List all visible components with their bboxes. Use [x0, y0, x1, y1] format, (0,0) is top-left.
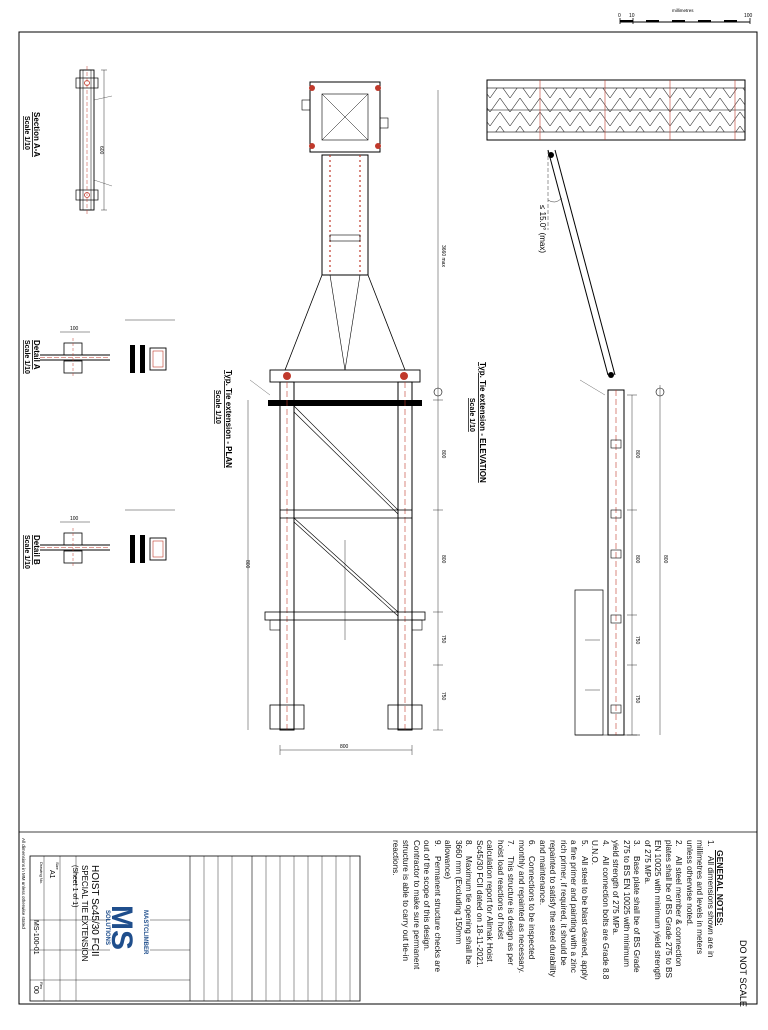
- plan-dimension-4: 750: [440, 635, 446, 644]
- title-block: [29, 855, 361, 1002]
- elevation-dimension-4: 750: [634, 636, 640, 645]
- company-name-line1: MASTCLIMBER: [142, 910, 148, 955]
- general-note-number: 6.: [527, 840, 537, 847]
- general-note-item: 1.All dimensions shown are in millimetre…: [684, 840, 715, 980]
- plan-dimension-5: 750: [440, 692, 446, 701]
- plan-dimension-2: 800: [440, 555, 446, 564]
- general-note-number: 4.: [601, 840, 610, 847]
- elevation-dimension-5: 750: [634, 695, 640, 704]
- general-note-text: This structure is design as per hoist lo…: [475, 840, 516, 968]
- drawing-number: MS-100-01: [32, 920, 39, 955]
- sheet-border: [18, 31, 758, 1005]
- plan-dimension-1: 800: [440, 450, 446, 459]
- general-notes-list: 1.All dimensions shown are in millimetre…: [390, 840, 715, 980]
- general-note-number: 3.: [632, 840, 642, 847]
- plan-dimension-3: 800: [244, 560, 250, 569]
- general-note-item: 3.Base plate shall be of BS Grade 275 to…: [610, 840, 642, 980]
- general-note-number: 5.: [580, 840, 589, 847]
- scale-bar-unit: millimetres: [672, 8, 694, 13]
- general-note-text: Maximum tie opening shall be 3660 mm (Ex…: [443, 840, 474, 965]
- detail-a-scale: Scale 1/10: [23, 340, 30, 374]
- scale-bar: [619, 18, 751, 24]
- general-note-text: Base plate shall be of BS Grade 275 to B…: [611, 840, 642, 973]
- detail-b-view: [40, 509, 175, 568]
- elevation-dimension-1: 800: [634, 450, 640, 459]
- plan-view-scale: Scale 1/10: [214, 390, 221, 424]
- notes-list: 1.All dimensions shown are in millimetre…: [390, 840, 715, 980]
- project-title: HOIST Sc45/30 FCII: [89, 865, 100, 957]
- general-note-text: All steel member & connection plates sha…: [643, 840, 684, 980]
- detail-b-scale: Scale 1/10: [23, 535, 30, 569]
- general-note-item: 2.All steel member & connection plates s…: [642, 840, 684, 980]
- plan-view: [247, 81, 443, 755]
- general-notes-heading: GENERAL NOTES:: [715, 850, 725, 926]
- general-note-item: 8.Maximum tie opening shall be 3660 mm (…: [442, 840, 474, 980]
- tie-angle-label: ≤ 15.0° (max): [538, 205, 547, 253]
- revision-number: 00: [32, 986, 39, 994]
- sheet-size: A1: [48, 870, 55, 879]
- plan-total-dimension: 3660 max: [440, 245, 446, 267]
- plan-width-dimension: 800: [340, 744, 349, 750]
- general-note-text: Permanent structure checks are out of th…: [391, 840, 442, 973]
- scale-bar-tick-10: 10: [629, 13, 635, 19]
- drawing-number-label: Drawing No.: [39, 862, 44, 884]
- elevation-view-scale: Scale 1/10: [468, 398, 475, 432]
- drawing-title: SPECIAL TIE EXTENSION: [80, 865, 89, 962]
- detail-b-dimension: 100: [70, 516, 79, 522]
- section-a-a-view: [75, 66, 113, 214]
- title-block-side-note: All dimensions in MM unless otherwise st…: [21, 838, 26, 929]
- size-label: Size: [55, 862, 60, 871]
- section-a-a-scale: Scale 1/10: [23, 116, 30, 150]
- general-note-item: 7.This structure is design as per hoist …: [474, 840, 516, 980]
- company-logo: MS: [105, 905, 138, 950]
- general-note-text: All steel to be blast cleaned, apply a f…: [538, 840, 589, 980]
- general-note-number: 8.: [464, 840, 474, 847]
- general-note-item: 9.Permanent structure checks are out of …: [390, 840, 442, 980]
- scale-bar-tick-100: 100: [744, 13, 753, 19]
- general-note-item: 5.All steel to be blast cleaned, apply a…: [537, 840, 589, 980]
- drawing-subtitle: (Sheet 1 of 1): [71, 865, 78, 907]
- elevation-dimension-3: 800: [662, 555, 668, 564]
- general-note-text: Connections to be inspected monthly and …: [517, 840, 537, 974]
- general-note-number: 9.: [433, 840, 442, 847]
- company-name-line2: SOLUTIONS: [104, 910, 110, 945]
- revision-label: Rev: [39, 982, 44, 989]
- plan-view-title: Typ. Tie extension - PLAN: [224, 370, 233, 468]
- general-note-text: All dimensions shown are in millimetres …: [685, 840, 715, 958]
- general-note-number: 7.: [506, 840, 516, 847]
- section-a-a-dimension: 600: [98, 146, 104, 155]
- detail-a-view: [40, 319, 175, 378]
- do-not-scale-label: DO NOT SCALE: [738, 940, 748, 1007]
- general-note-number: 2.: [674, 840, 684, 847]
- detail-a-dimension: 100: [70, 326, 79, 332]
- elevation-view-title: Typ. Tie extension - ELEVATION: [478, 362, 487, 483]
- detail-b-title: Detail B: [32, 535, 41, 565]
- general-note-number: 1.: [706, 840, 715, 847]
- general-note-item: 4.All connection bolts are Grade 8.8 U.N…: [589, 840, 611, 980]
- scale-bar-tick-0: 0: [618, 13, 621, 19]
- elevation-dimension-2: 800: [634, 555, 640, 564]
- general-note-text: All connection bolts are Grade 8.8 U.N.O…: [590, 840, 611, 980]
- detail-a-title: Detail A: [32, 340, 41, 370]
- section-a-a-title: Section A-A: [32, 112, 41, 157]
- general-note-item: 6.Connections to be inspected monthly an…: [516, 840, 537, 980]
- elevation-view: [486, 79, 746, 736]
